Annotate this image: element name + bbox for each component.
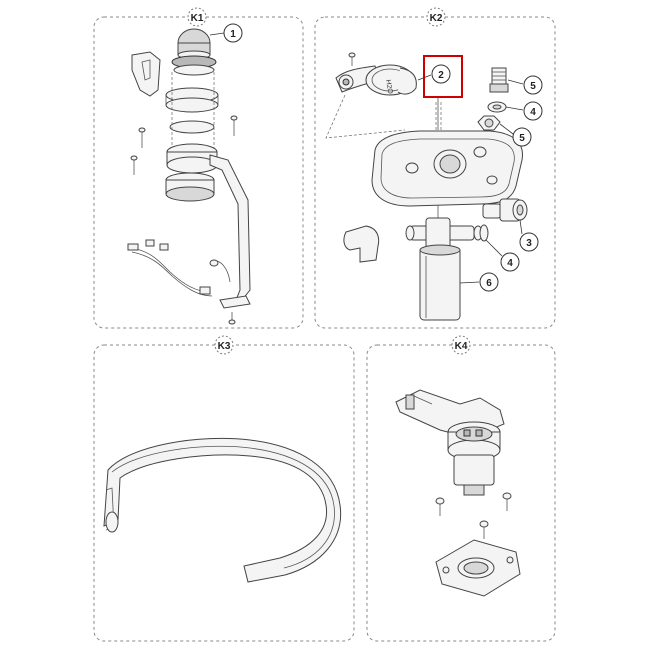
panel-k2-header-label: K2 (430, 13, 443, 24)
panel-k1-frame (93, 16, 304, 329)
callout-badge (223, 23, 243, 43)
lamp-dome-part (171, 28, 217, 76)
panel-k4-header-badge (451, 335, 471, 355)
panel-k3-header-badge (214, 335, 234, 355)
callout-label-4a: 4 (530, 107, 536, 118)
elbow-fitting-part (343, 225, 380, 263)
callout-label-6: 6 (486, 278, 492, 289)
callout-label-1: 1 (230, 29, 236, 40)
screw-part (348, 52, 356, 58)
panel-k1-header-badge (187, 7, 207, 27)
cap-text: H2O (384, 79, 393, 95)
hose-fitting-part (489, 67, 509, 93)
mounting-plate-part (435, 539, 521, 597)
mount-ring-part (165, 87, 219, 134)
callout-label-5a: 5 (530, 81, 536, 92)
nut-part (477, 115, 501, 131)
callout-badge (479, 272, 499, 292)
screw-part (228, 319, 236, 325)
callout-label-3: 3 (526, 238, 532, 249)
pump-body-part (419, 244, 461, 321)
filler-cap-part: H2O (335, 64, 417, 96)
panel-k3-frame (93, 344, 355, 642)
callout-badge (512, 127, 532, 147)
panel-k3-header-label: K3 (218, 341, 231, 352)
pump-tee-part (405, 205, 483, 249)
check-valve-part (482, 198, 528, 222)
callout-label-4b: 4 (507, 258, 513, 269)
panel-k4-frame (366, 344, 556, 642)
wiring-harness-part (127, 239, 231, 297)
callout-badge (519, 232, 539, 252)
panel-k4: K4 (366, 335, 556, 642)
reservoir-top-part (371, 130, 524, 207)
callout-badge (500, 252, 520, 272)
callout-label-5b: 5 (519, 133, 525, 144)
screw-part (130, 115, 238, 175)
lamp-base-part (165, 143, 218, 202)
usb-socket-part (447, 421, 501, 496)
mounting-arm-part (209, 154, 251, 301)
screw-part (435, 492, 512, 539)
gasket-part (131, 51, 161, 97)
callout-badge (523, 101, 543, 121)
panel-k2: K2 H2O (314, 7, 556, 329)
callout-badge (431, 64, 451, 84)
callout-badge (523, 75, 543, 95)
callout-label-2: 2 (438, 70, 444, 81)
panel-k2-header-badge (426, 7, 446, 27)
panel-k4-header-label: K4 (455, 341, 468, 352)
panel-k1: K1 (93, 7, 304, 329)
panel-k3: K3 (93, 335, 355, 642)
highlight-box (423, 55, 463, 98)
washer-part (479, 224, 489, 242)
trim-strip-part (103, 437, 342, 583)
panel-k1-header-label: K1 (191, 13, 204, 24)
